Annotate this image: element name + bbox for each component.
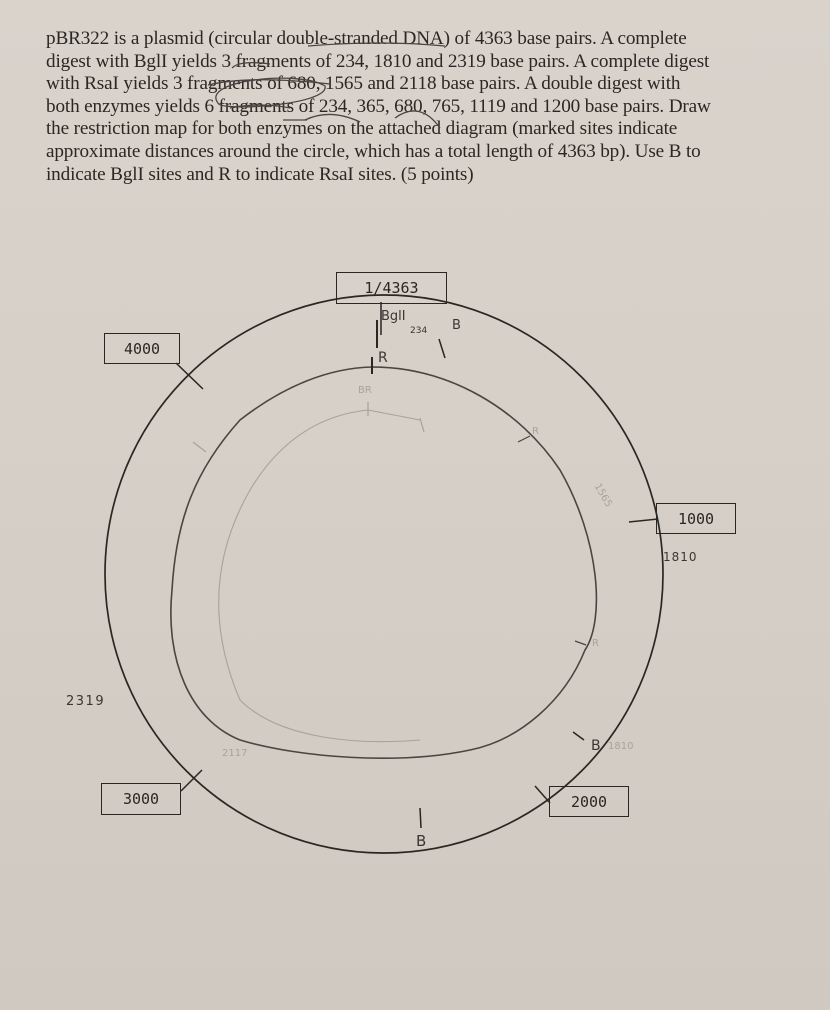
- faint-2117: 2117: [222, 748, 248, 759]
- problem-line-1: pBR322 is a plasmid (circular double-str…: [46, 28, 687, 49]
- problem-line-5: the restriction map for both enzymes on …: [46, 118, 678, 140]
- site-ticks: [371, 320, 585, 829]
- marker-box-3000: 3000: [101, 783, 181, 815]
- problem-line-3: with RsaI yields 3 fragments of 680, 156…: [46, 73, 681, 95]
- note-1810: 1810: [663, 550, 698, 564]
- marker-label-3000: 3000: [122, 790, 160, 808]
- marker-label-2000: 2000: [570, 792, 608, 811]
- pencil-marks: [207, 42, 446, 129]
- plasmid-outer-circle: [104, 294, 664, 854]
- marker-box-1-4363: 1/4363: [336, 272, 447, 304]
- inner-br-label: BR: [358, 385, 372, 396]
- marker-label-1000: 1000: [677, 509, 715, 528]
- note-2319: 2319: [66, 694, 106, 709]
- problem-line-6: approximate distances around the circle,…: [46, 140, 701, 162]
- site-b-right: B: [591, 738, 601, 754]
- site-r-right: R: [592, 638, 599, 649]
- marker-box-1000: 1000: [656, 503, 736, 534]
- site-b-top: B: [452, 318, 461, 333]
- marker-label-top: 1/4363: [364, 279, 419, 297]
- site-r-upper-right: R: [532, 426, 539, 437]
- marker-label-4000: 4000: [123, 339, 161, 358]
- inner-site-ticks: [192, 402, 587, 646]
- marker-box-2000: 2000: [549, 786, 629, 817]
- marker-box-4000: 4000: [104, 333, 180, 364]
- problem-line-2: digest with BglI yields 3 fragments of 2…: [46, 50, 710, 72]
- bgli-label: BglI: [381, 309, 406, 324]
- faint-pencil-arc-top: [367, 409, 421, 421]
- faint-pencil-arc: [218, 409, 421, 743]
- inner-pencil-circle: [170, 366, 598, 759]
- site-r-top: R: [378, 350, 388, 366]
- problem-statement: pBR322 is a plasmid (circular double-str…: [46, 28, 806, 186]
- problem-line-4: both enzymes yields 6 fragments of 234, …: [46, 95, 711, 117]
- marker-leaders: [175, 302, 659, 804]
- problem-line-7: indicate BglI sites and R to indicate Rs…: [46, 163, 474, 185]
- distance-234-label: 234: [410, 326, 428, 336]
- faint-1810: 1810: [608, 741, 634, 752]
- site-b-bottom: B: [416, 832, 427, 850]
